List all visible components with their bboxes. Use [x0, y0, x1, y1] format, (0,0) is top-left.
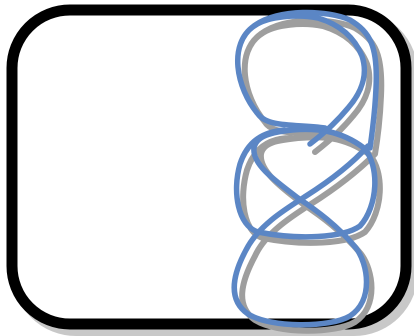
drawing-canvas: [0, 0, 414, 336]
knot-illustration: [0, 0, 414, 336]
